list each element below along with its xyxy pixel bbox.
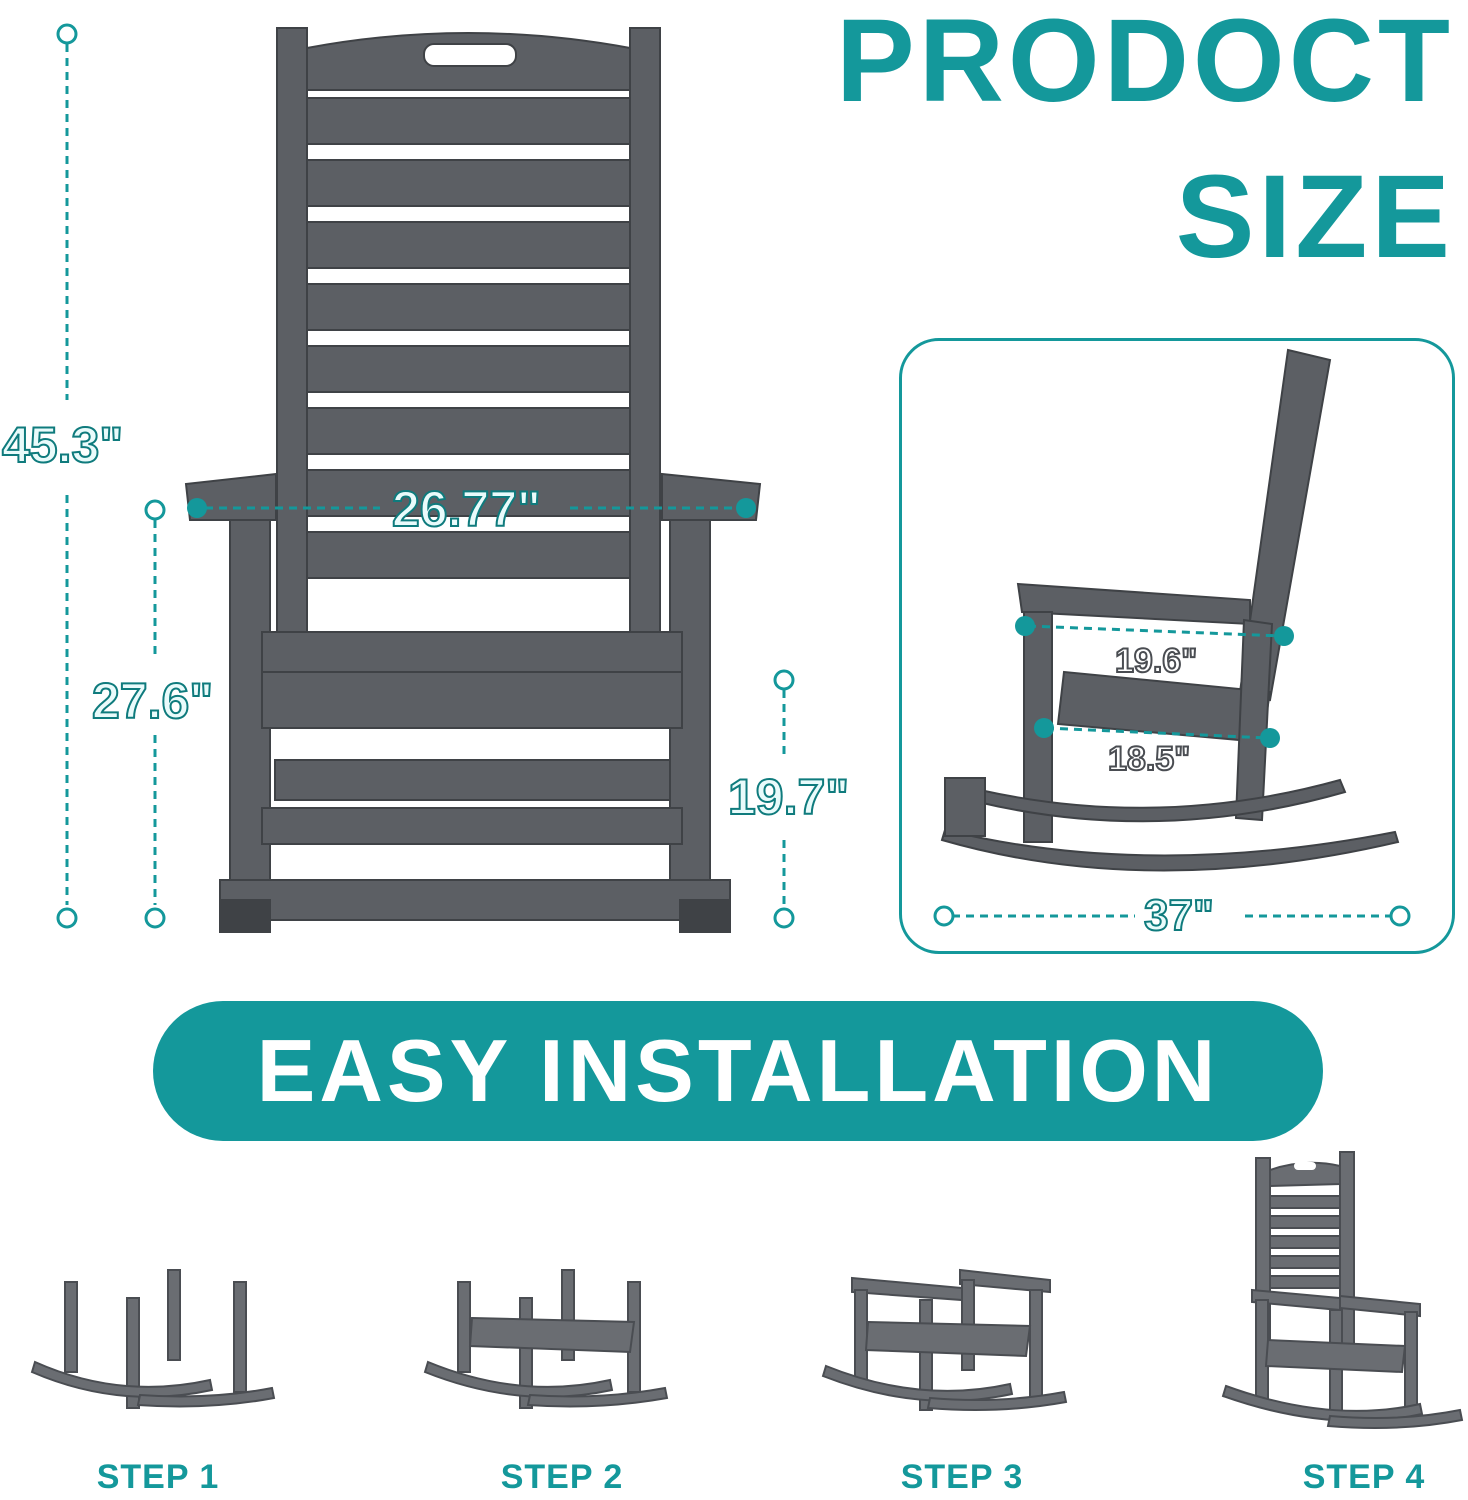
height-total-label: 45.3": [1, 417, 124, 473]
seat-depth-label: 18.5": [1107, 740, 1191, 778]
step-2-label: STEP 2: [500, 1458, 624, 1496]
seat-height-label: 19.7": [727, 769, 850, 825]
title-line-2: SIZE: [1175, 151, 1454, 283]
step-3-label: STEP 3: [900, 1458, 1024, 1496]
arm-depth-label: 19.6": [1114, 642, 1198, 680]
title-line-1: PRODOCT: [836, 0, 1454, 127]
arm-height-label: 27.6": [91, 673, 214, 729]
easy-installation-banner: EASY INSTALLATION: [153, 1001, 1323, 1141]
banner-label: EASY INSTALLATION: [256, 1021, 1220, 1120]
step-1-label: STEP 1: [96, 1458, 220, 1496]
width-arms-label: 26.77": [391, 481, 542, 537]
step-4-label: STEP 4: [1302, 1458, 1426, 1496]
side-view-panel: [899, 338, 1455, 954]
rocker-length-label: 37": [1143, 891, 1215, 940]
